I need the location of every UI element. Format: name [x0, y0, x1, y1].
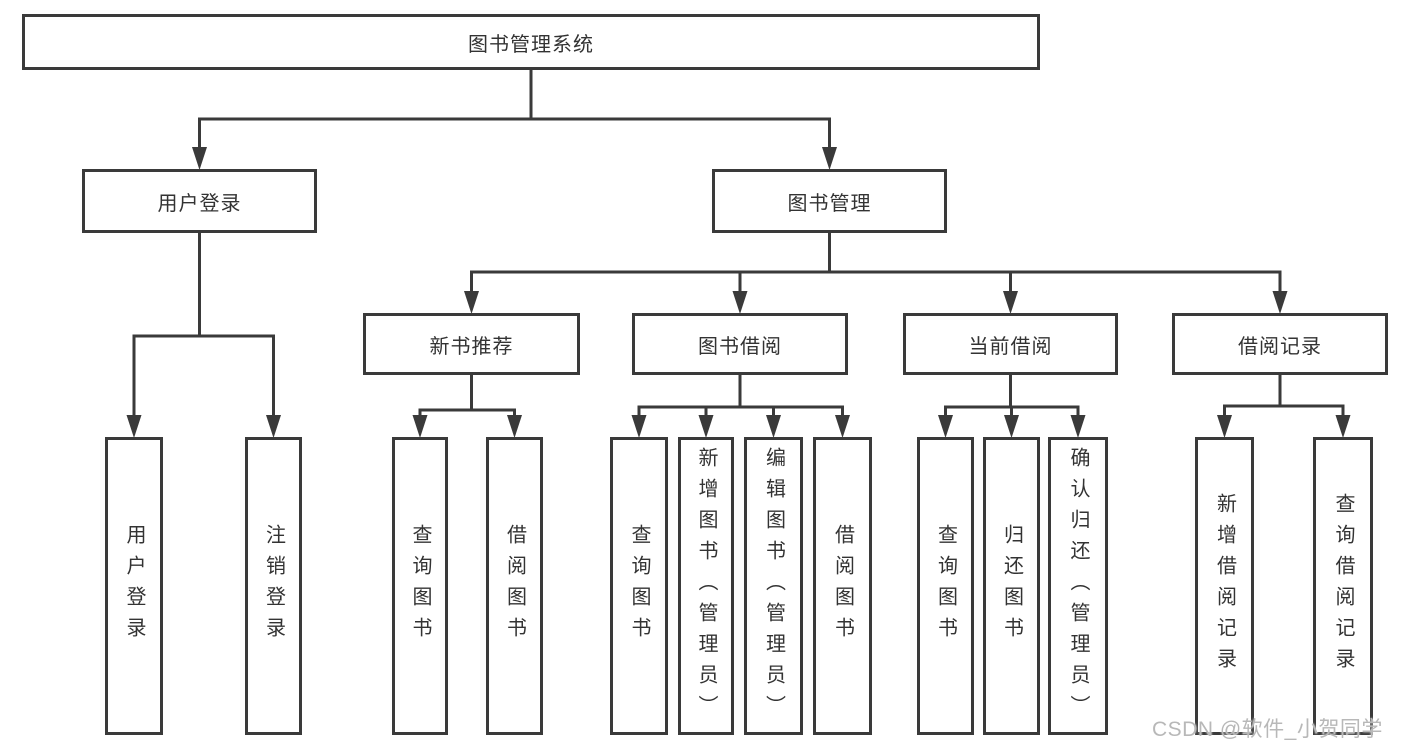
node-add-borrow-record: 新增借阅记录 [1195, 437, 1254, 735]
node-label: 查询图书 [409, 524, 431, 648]
arrowhead-icon [1217, 415, 1232, 438]
node-book-mgmt: 图书管理 [712, 169, 947, 233]
arrowhead-icon [266, 415, 281, 438]
node-label: 注销登录 [262, 524, 285, 648]
arrowhead-icon [1004, 415, 1019, 438]
arrowhead-icon [1335, 415, 1351, 438]
arrowhead-icon [1272, 291, 1288, 314]
node-query-book-2: 查询图书 [610, 437, 668, 735]
arrowhead-icon [507, 415, 522, 438]
node-user-login: 用户登录 [105, 437, 163, 735]
arrowhead-icon [192, 147, 207, 170]
watermark: CSDN @软件_小贺同学 [1152, 718, 1383, 741]
node-user-login-group: 用户登录 [82, 169, 317, 233]
node-label: 归还图书 [1000, 524, 1023, 648]
arrowhead-icon [464, 291, 479, 314]
node-label: 当前借阅 [968, 335, 1053, 358]
node-label: 编辑图书（管理员） [762, 446, 785, 726]
node-label: 用户登录 [123, 524, 145, 648]
arrowhead-icon [126, 415, 142, 438]
node-query-book-1: 查询图书 [392, 437, 448, 735]
node-label: 图书借阅 [698, 335, 782, 358]
node-query-borrow-record: 查询借阅记录 [1313, 437, 1373, 735]
node-label: 借阅图书 [503, 524, 526, 648]
arrowhead-icon [822, 147, 837, 170]
arrowhead-icon [938, 415, 953, 438]
arrowhead-icon [631, 415, 647, 438]
arrowhead-icon [698, 415, 714, 438]
arrowhead-icon [1003, 291, 1018, 314]
node-edit-book-admin: 编辑图书（管理员） [744, 437, 803, 735]
node-label: 图书管理系统 [468, 33, 594, 56]
node-root: 图书管理系统 [22, 14, 1040, 70]
node-logout: 注销登录 [245, 437, 302, 735]
node-return-book: 归还图书 [983, 437, 1040, 735]
arrowhead-icon [835, 415, 850, 438]
node-query-book-3: 查询图书 [917, 437, 974, 735]
node-borrow-record: 借阅记录 [1172, 313, 1388, 375]
node-borrow-book-2: 借阅图书 [813, 437, 872, 735]
arrowhead-icon [1070, 415, 1086, 438]
node-label: 新增借阅记录 [1213, 493, 1236, 679]
node-label: 新书推荐 [429, 335, 514, 358]
node-label: 查询借阅记录 [1332, 493, 1354, 679]
node-borrow-book-1: 借阅图书 [486, 437, 543, 735]
arrowhead-icon [766, 415, 781, 438]
node-current-borrow: 当前借阅 [903, 313, 1118, 375]
node-label: 查询图书 [628, 524, 650, 648]
node-label: 图书管理 [787, 192, 872, 215]
node-label: 确认归还（管理员） [1067, 446, 1089, 726]
arrowhead-icon [732, 291, 748, 314]
node-label: 借阅记录 [1238, 335, 1322, 358]
node-new-book-recommend: 新书推荐 [363, 313, 580, 375]
node-label: 新增图书（管理员） [695, 446, 717, 726]
node-book-borrow: 图书借阅 [632, 313, 848, 375]
node-label: 查询图书 [934, 524, 957, 648]
node-add-book-admin: 新增图书（管理员） [678, 437, 734, 735]
node-label: 用户登录 [157, 192, 242, 215]
node-label: 借阅图书 [831, 524, 854, 648]
arrowhead-icon [412, 415, 428, 438]
node-confirm-return-admin: 确认归还（管理员） [1048, 437, 1108, 735]
